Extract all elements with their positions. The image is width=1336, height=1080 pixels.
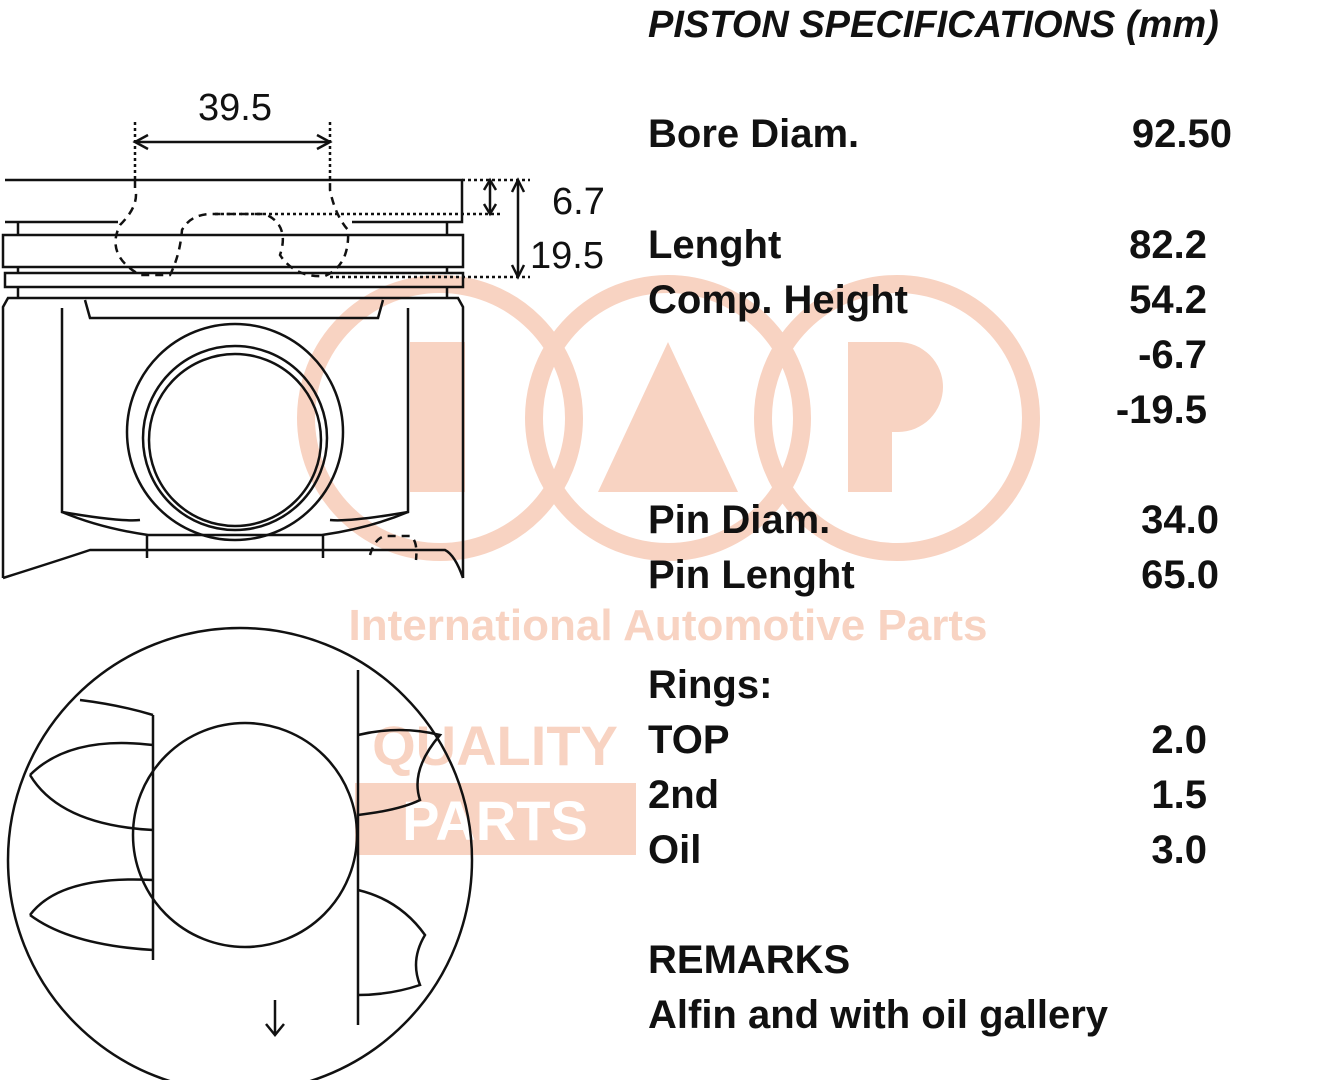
spec-value: 65.0 (1141, 553, 1219, 597)
ring-value: 3.0 (1151, 828, 1207, 872)
spec-value: 92.50 (1132, 112, 1232, 156)
remarks-text: Alfin and with oil gallery (648, 993, 1109, 1037)
spec-label: Pin Diam. (648, 498, 830, 542)
iap-logo-watermark: International Automotive Parts QUALITY P… (297, 275, 1040, 855)
watermark-tagline: International Automotive Parts (349, 601, 988, 650)
spec-value: -6.7 (1138, 333, 1207, 377)
ring-value: 2.0 (1151, 718, 1207, 762)
ring-label: 2nd (648, 773, 719, 817)
rings-heading: Rings: (648, 663, 772, 707)
spec-label: Pin Lenght (648, 553, 855, 597)
spec-label: Comp. Height (648, 278, 908, 322)
spec-value: 54.2 (1129, 278, 1207, 322)
dim-first-ring: 6.7 (552, 181, 605, 223)
ring-label: TOP (648, 718, 730, 762)
spec-title: PISTON SPECIFICATIONS (mm) (648, 4, 1219, 46)
spec-value: -19.5 (1116, 388, 1207, 432)
watermark-parts: PARTS (402, 789, 588, 852)
ring-label: Oil (648, 828, 701, 872)
piston-side-view: 39.5 6.7 19.5 (1, 87, 605, 580)
piston-bottom-view (6, 626, 474, 1080)
dim-ring-zone: 19.5 (530, 235, 604, 277)
ring-value: 1.5 (1151, 773, 1207, 817)
remarks-heading: REMARKS (648, 938, 850, 982)
spec-value: 34.0 (1141, 498, 1219, 542)
watermark-quality: QUALITY (372, 714, 618, 777)
spec-table: Bore Diam. 92.50 Lenght 82.2 Comp. Heigh… (648, 112, 1232, 1037)
spec-value: 82.2 (1129, 223, 1207, 267)
spec-label: Bore Diam. (648, 112, 859, 156)
spec-label: Lenght (648, 223, 781, 267)
dim-pin-boss-width: 39.5 (198, 87, 272, 129)
